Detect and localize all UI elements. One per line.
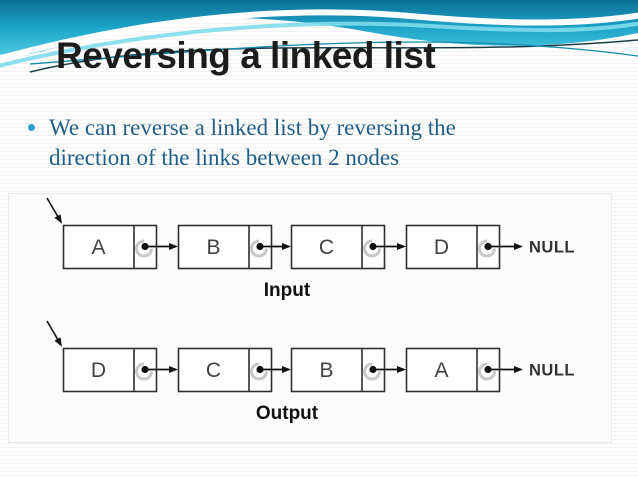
null-terminal: NULL [529, 362, 575, 380]
pointer-shadow-ring [478, 362, 496, 381]
node-box: D [405, 224, 523, 270]
output-row: D C B A NULL Output [46, 320, 575, 424]
node-letter: C [206, 359, 221, 382]
node-letter: A [434, 359, 448, 382]
teal-thin-curve [29, 41, 638, 65]
bullet-item: We can reverse a linked list by reversin… [28, 113, 514, 174]
input-row: A B C D NULL Input [46, 197, 575, 301]
node-box: C [177, 347, 291, 393]
node-box: A [405, 347, 523, 393]
node-letter: A [91, 236, 105, 259]
cyan-accent-curve [0, 21, 638, 68]
white-swoosh-curve [0, 9, 638, 62]
node-letter: D [434, 236, 449, 259]
pointer-shadow-ring [135, 362, 153, 381]
node-box: A [62, 224, 178, 270]
header-wave-graphic [0, 0, 638, 73]
pointer-shadow-ring [363, 239, 381, 258]
pointer-dot [256, 242, 264, 251]
bullet-marker-icon [28, 124, 35, 131]
node-letter: B [206, 236, 220, 259]
pointer-shadow-ring [250, 362, 268, 381]
node-box: B [177, 224, 291, 270]
pointer-shadow-ring [250, 239, 268, 258]
row-label: Input [264, 280, 311, 301]
node-letter: B [319, 359, 333, 382]
pointer-dot [256, 365, 264, 374]
pointer-shadow-ring [135, 239, 153, 258]
null-terminal: NULL [529, 239, 575, 257]
node-letter: C [319, 236, 334, 259]
teal-wave-band [0, 0, 638, 56]
head-pointer-arrow [46, 320, 63, 347]
row-label: Output [256, 403, 319, 424]
bullet-text: We can reverse a linked list by reversin… [49, 115, 456, 171]
slide-title: Reversing a linked list [56, 35, 436, 76]
node-box: D [62, 347, 178, 393]
pointer-shadow-ring [363, 362, 381, 381]
head-pointer-arrow [46, 197, 63, 224]
node-letter: D [91, 359, 106, 382]
pointer-shadow-ring [478, 239, 496, 258]
node-box: B [290, 347, 406, 393]
node-box: C [290, 224, 406, 270]
